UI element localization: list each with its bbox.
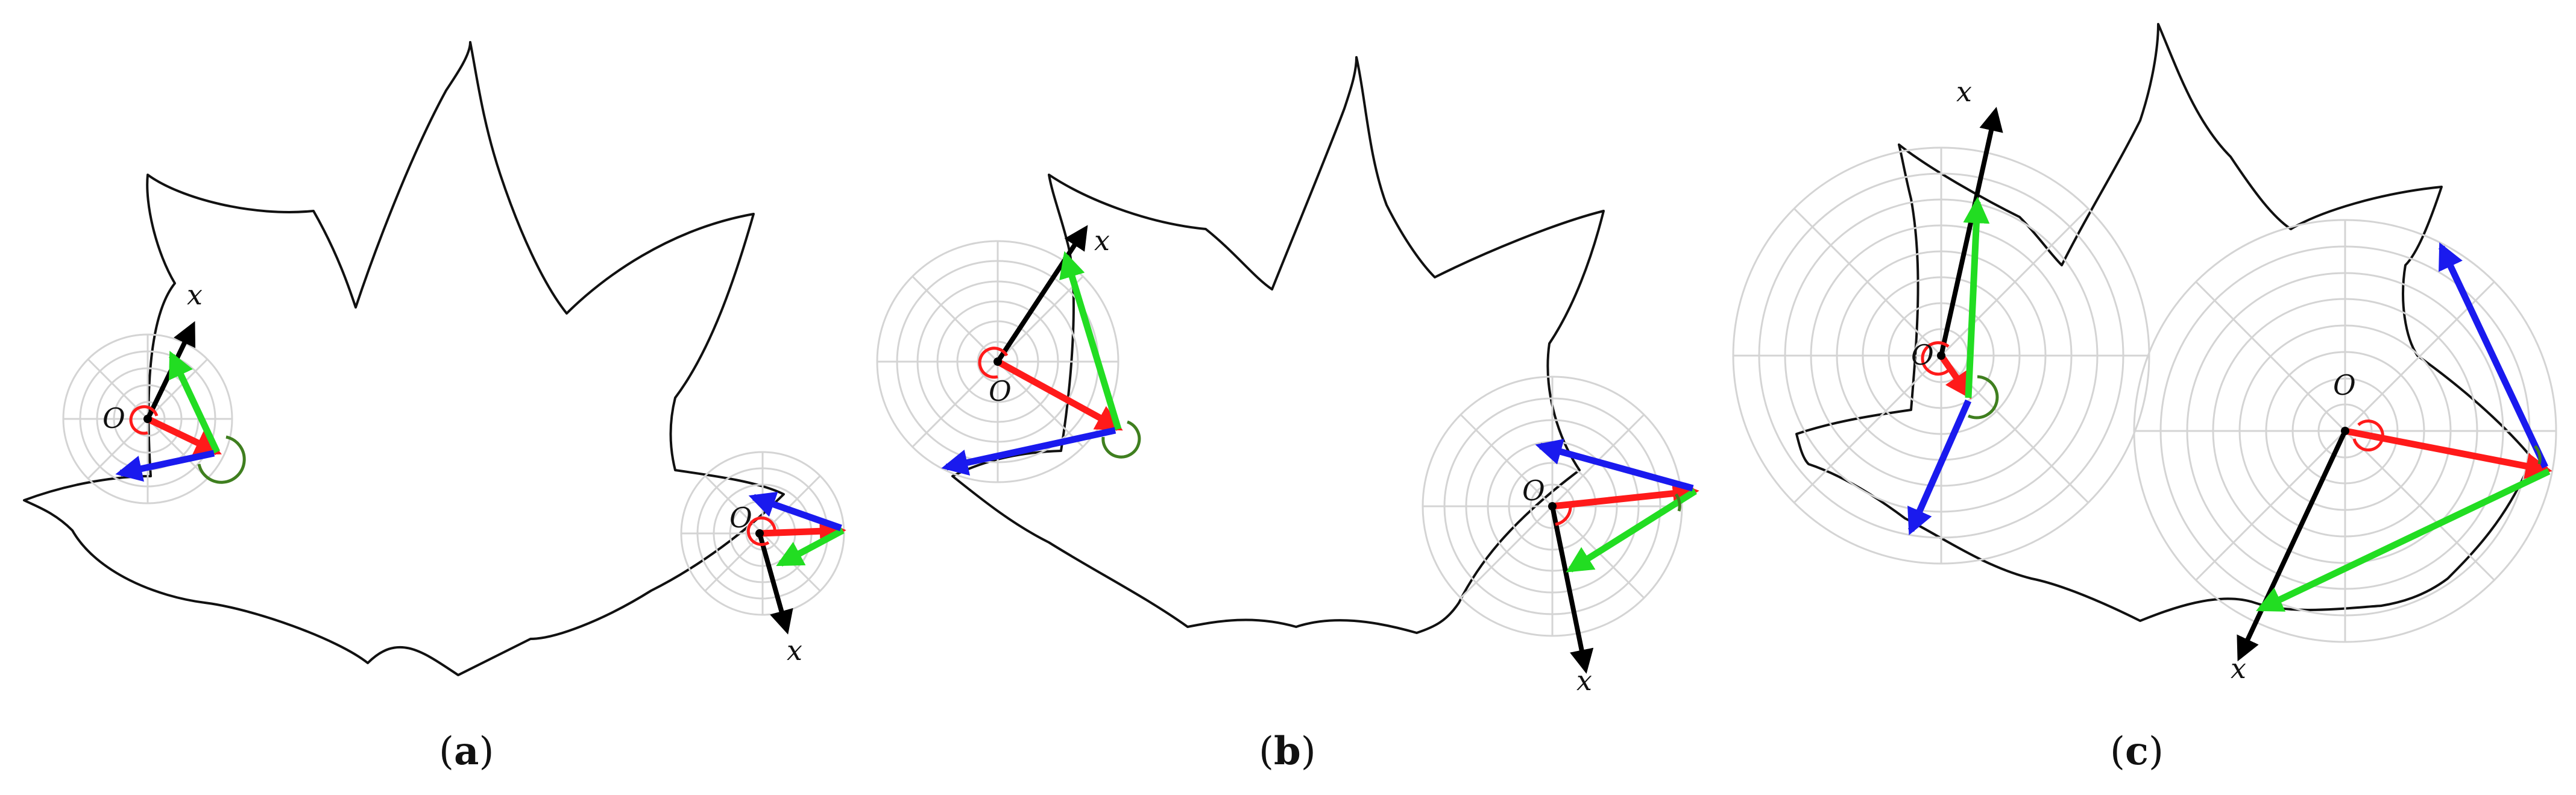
x-axis-b2	[1550, 506, 1594, 674]
leaf-outline-a	[23, 41, 785, 676]
red-vector-c2	[2344, 427, 2552, 479]
origin-point-c2	[2341, 427, 2349, 435]
blue-vector-a1	[115, 450, 215, 482]
red-vector-c1	[1938, 353, 1972, 400]
green-vector-a1	[169, 351, 220, 454]
origin-label-c2: O	[2333, 369, 2356, 401]
axis-label-b2: x	[1576, 664, 1592, 697]
blue-vector-b2	[1535, 439, 1694, 492]
green-vector-a2	[776, 527, 845, 567]
green-vector-c2	[2256, 468, 2551, 612]
caption-b: (b)	[1259, 729, 1316, 774]
green-vector-c1	[1963, 196, 1990, 398]
red-angle-arc-c1	[1921, 341, 1953, 376]
green-angle-arc-b2	[1674, 493, 1681, 512]
axis-label-a2: x	[787, 634, 802, 667]
red-angle-arc-a2	[746, 516, 776, 546]
red-vector-b2	[1552, 480, 1699, 510]
blue-vector-b1	[941, 427, 1116, 476]
green-angle-arc-b1	[1101, 420, 1141, 459]
green-angle-arc-c2	[2534, 445, 2542, 465]
red-angle-arc-b1	[978, 347, 1009, 379]
red-vector-a1	[146, 416, 222, 455]
axis-label-c2: x	[2231, 652, 2246, 685]
x-axis-c1	[1939, 107, 2003, 356]
green-vector-b1	[1059, 251, 1122, 430]
polar-grid-c1	[1732, 146, 2150, 565]
origin-label-b2: O	[1522, 474, 1545, 507]
axis-label-a1: x	[187, 278, 203, 311]
leaf-outline-b	[951, 56, 1605, 634]
blue-vector-a2	[748, 491, 842, 532]
origin-point-b1	[994, 357, 1002, 366]
panel-b: x O x O (b)	[876, 56, 1699, 774]
leaf-outline-c	[1795, 23, 2533, 622]
caption-a: (a)	[439, 729, 494, 774]
panel-a: x O x O (a)	[23, 41, 846, 774]
origin-label-a2: O	[729, 501, 752, 534]
red-angle-arc-b2	[1555, 506, 1572, 526]
green-angle-arc-a1	[197, 435, 246, 484]
red-angle-arc-a1	[129, 405, 159, 435]
blue-vector-c1	[1907, 399, 1972, 536]
caption-c: (c)	[2110, 729, 2164, 774]
origin-label-b1: O	[989, 375, 1012, 407]
origin-point-c1	[1937, 351, 1945, 360]
green-vector-b2	[1566, 488, 1697, 573]
red-vector-b1	[996, 359, 1123, 431]
origin-label-a1: O	[102, 402, 125, 435]
panel-c: x O x O (c)	[1732, 23, 2557, 774]
red-angle-arc-c2	[2352, 419, 2384, 452]
origin-label-c1: O	[1911, 339, 1934, 371]
origin-point-a2	[755, 529, 764, 538]
green-angle-arc-c1	[1967, 375, 1999, 419]
origin-point-a1	[143, 415, 152, 423]
origin-point-b2	[1548, 502, 1557, 511]
axis-label-c1: x	[1956, 75, 1972, 108]
x-axis-a2	[757, 532, 793, 635]
x-axis-c2	[2237, 430, 2348, 662]
blue-vector-c2	[2439, 242, 2548, 469]
axis-label-b1: x	[1094, 224, 1110, 257]
red-vector-a2	[759, 518, 846, 545]
